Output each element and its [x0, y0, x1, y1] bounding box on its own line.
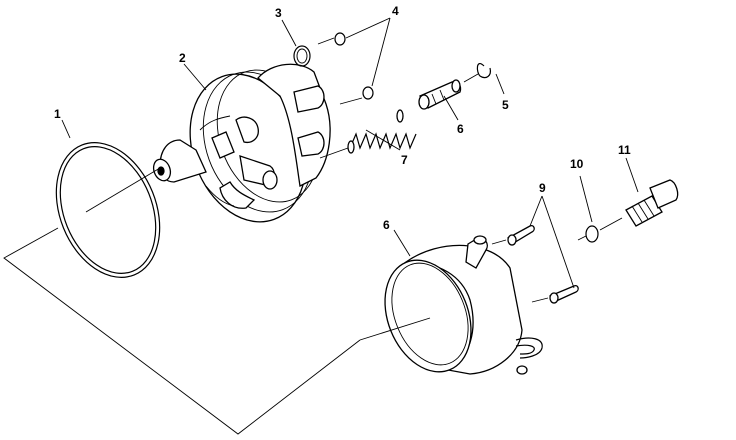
- part-8-cooler-housing: [384, 235, 543, 375]
- part-7-spring: [347, 109, 417, 154]
- callout-2: 2: [179, 51, 186, 65]
- callout-6-valve: 6: [457, 122, 464, 136]
- callout-4: 4: [392, 4, 399, 18]
- part-5-snap-ring: [476, 63, 491, 79]
- part-3-small-o-ring: [293, 45, 311, 67]
- callout-11: 11: [618, 143, 631, 157]
- callout-9: 9: [539, 181, 546, 195]
- part-11-plug: [625, 179, 679, 227]
- callout-10: 10: [570, 157, 584, 171]
- part-10-o-ring: [585, 225, 599, 243]
- callout-5: 5: [502, 98, 509, 112]
- alignment-bracket-lines: [3, 227, 361, 435]
- part-6-valve-plunger: [418, 79, 462, 110]
- callout-1: 1: [54, 107, 61, 121]
- part-1-gasket-ring: [55, 142, 161, 278]
- part-4-seals: [334, 32, 374, 100]
- part-2-pump-body: [152, 63, 331, 223]
- callout-3: 3: [275, 6, 282, 20]
- callout-7: 7: [401, 153, 408, 167]
- callout-6-housing: 6: [383, 218, 390, 232]
- leader-lines: [61, 17, 639, 341]
- part-9-fittings: [507, 224, 579, 304]
